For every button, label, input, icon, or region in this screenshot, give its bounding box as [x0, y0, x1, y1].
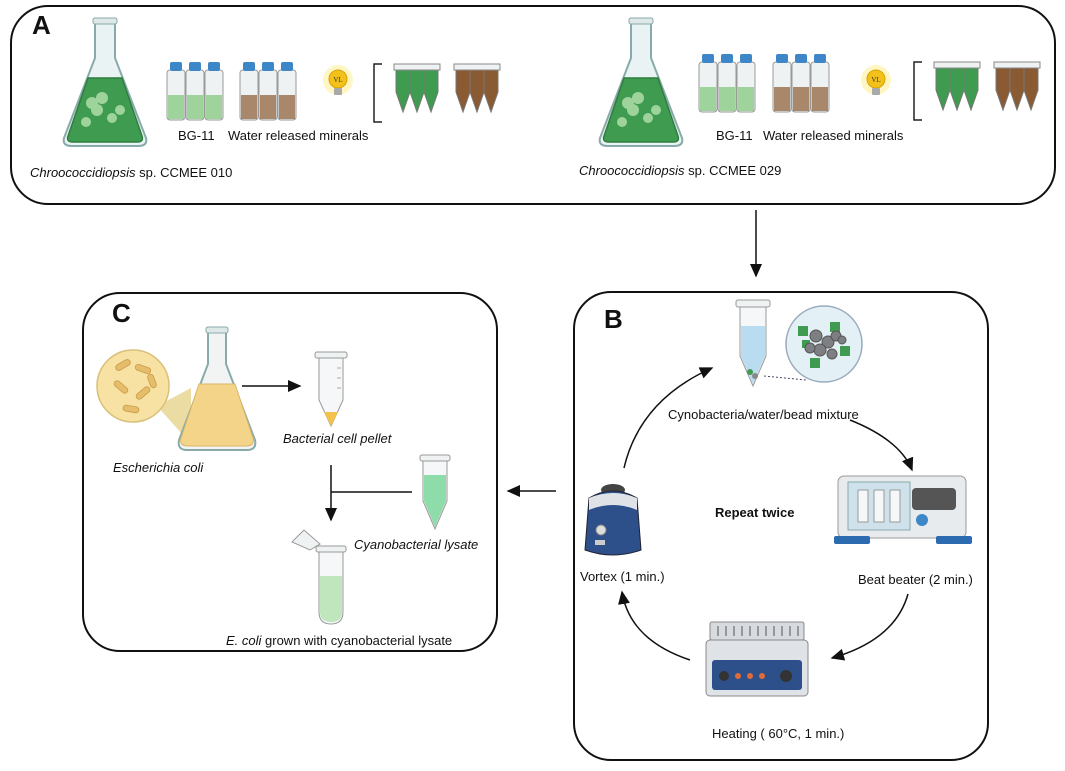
pellet-label: Bacterial cell pellet — [283, 431, 392, 446]
grown-tube-icon — [291, 529, 347, 625]
mixture-label: Cynobacteria/water/bead mixture — [668, 407, 859, 422]
brown-tubes-icon — [993, 61, 1041, 112]
vortex-icon — [584, 484, 642, 556]
grown-label-italic: E. coli — [226, 633, 262, 648]
panel-a-label: A — [32, 10, 51, 40]
medium-label-water: Water released minerals — [228, 128, 369, 143]
mineral-water-flasks-icon — [772, 54, 830, 113]
vortex-label: Vortex (1 min.) — [580, 569, 665, 584]
lysate-tube-icon — [419, 454, 451, 531]
species-strain: sp. CCMEE 029 — [684, 163, 782, 178]
ecoli-culture-icon — [96, 326, 257, 451]
panel-b-label: B — [604, 304, 623, 334]
green-tubes-icon — [393, 63, 441, 114]
medium-label-bg11: BG-11 — [716, 128, 753, 143]
light-bulb-icon: VL — [861, 65, 891, 95]
bead-beater-icon — [834, 475, 972, 544]
lysate-label: Cyanobacterial lysate — [354, 537, 479, 552]
tubes-group-010 — [373, 63, 501, 123]
light-label: VL — [871, 76, 880, 84]
species-name-italic: Chroococcidiopsis — [30, 165, 136, 180]
heating-label: Heating ( 60°C, 1 min.) — [712, 726, 845, 741]
bg11-flasks-icon — [166, 62, 224, 121]
bead-mixture-icon — [735, 299, 863, 388]
species-name-italic: Chroococcidiopsis — [579, 163, 685, 178]
green-tubes-icon — [933, 61, 981, 112]
light-label: VL — [333, 76, 342, 84]
pellet-tube-icon — [314, 351, 348, 428]
species-strain: sp. CCMEE 010 — [135, 165, 233, 180]
bg11-flasks-icon — [698, 54, 756, 113]
medium-label-water: Water released minerals — [763, 128, 904, 143]
ecoli-label: Escherichia coli — [113, 460, 204, 475]
brown-tubes-icon — [453, 63, 501, 114]
species-label-029: Chroococcidiopsis sp. CCMEE 029 — [579, 163, 781, 178]
light-bulb-icon: VL — [323, 65, 353, 95]
flask-icon — [62, 17, 148, 147]
repeat-label: Repeat twice — [715, 505, 795, 520]
grown-label-rest: grown with cyanobacterial lysate — [261, 633, 453, 648]
mineral-water-flasks-icon — [239, 62, 297, 121]
tubes-group-029 — [913, 61, 1041, 121]
species-label-010: Chroococcidiopsis sp. CCMEE 010 — [30, 165, 232, 180]
panel-c-label: C — [112, 298, 131, 328]
medium-label-bg11: BG-11 — [178, 128, 215, 143]
heating-bath-icon — [705, 621, 809, 697]
flask-icon — [598, 17, 684, 147]
beat-label: Beat beater (2 min.) — [858, 572, 973, 587]
grown-label: E. coli grown with cyanobacterial lysate — [226, 633, 452, 648]
